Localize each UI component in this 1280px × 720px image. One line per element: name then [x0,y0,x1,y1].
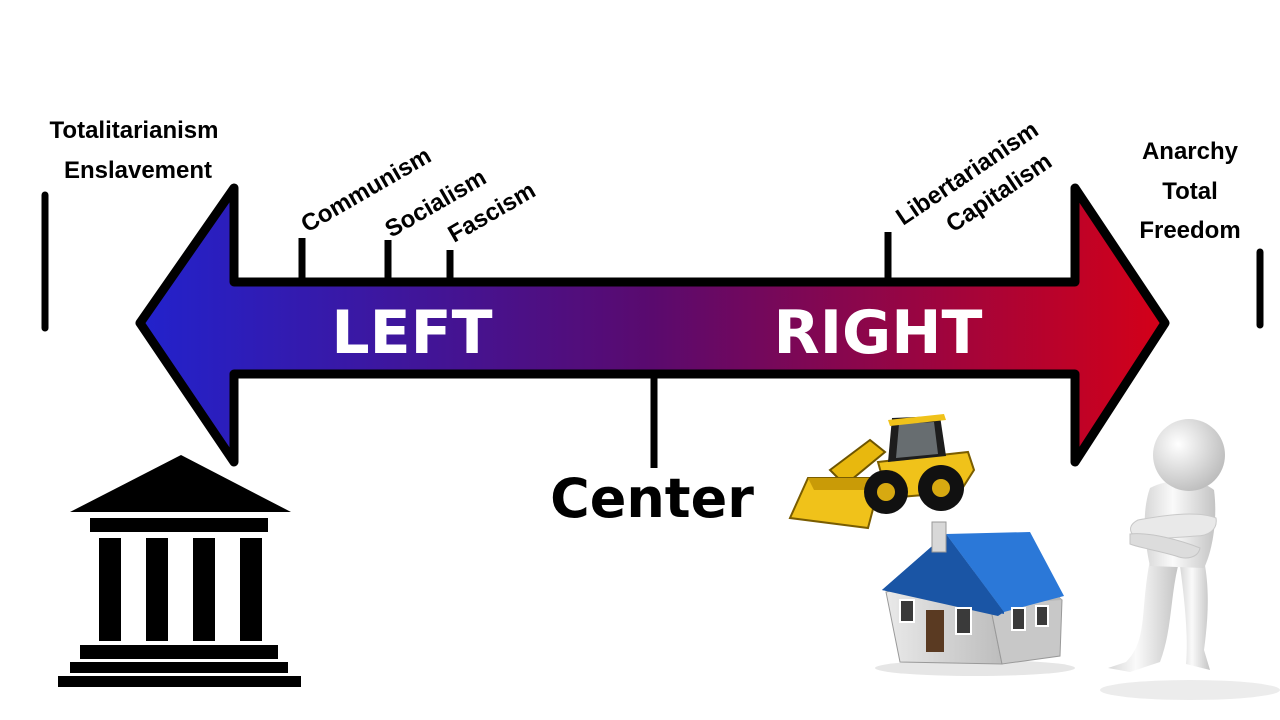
spectrum-arrow [135,183,1170,467]
right-extreme-line2: Total [1162,178,1218,205]
wheel-loader-icon [788,414,976,530]
center-label: Center [550,467,754,530]
house-icon [875,521,1075,676]
right-label: RIGHT [774,298,983,368]
left-extreme-line1: Totalitarianism [50,117,219,144]
3d-person-arms-crossed-icon [1100,419,1280,700]
government-building-icon [58,455,301,687]
right-extreme-line1: Anarchy [1142,138,1239,165]
right-extreme-line3: Freedom [1139,217,1240,244]
left-label: LEFT [331,298,492,368]
left-extreme-line2: Enslavement [64,157,212,184]
